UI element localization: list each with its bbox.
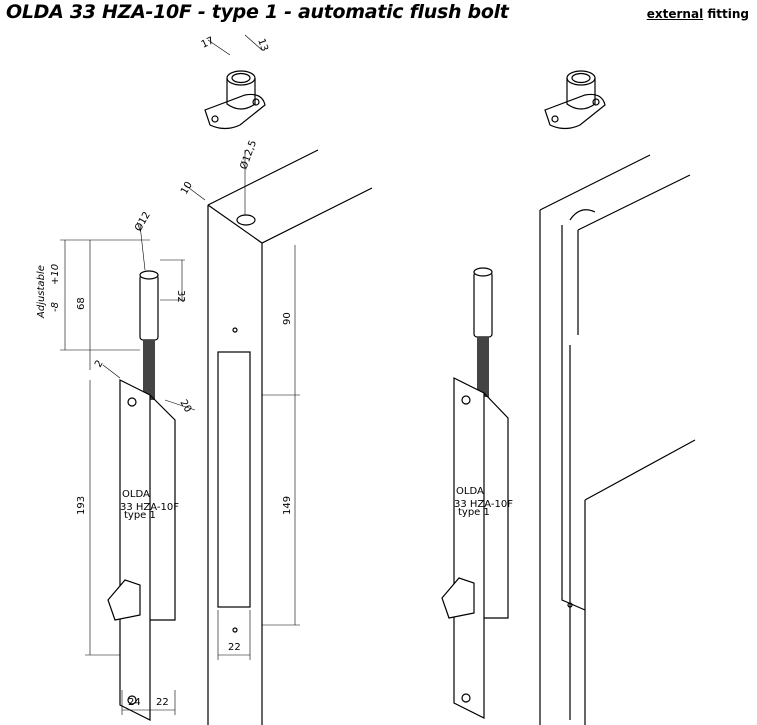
dimension-lines bbox=[60, 34, 300, 715]
page-title: OLDA 33 HZA-10F - type 1 - automatic flu… bbox=[6, 1, 509, 23]
dim-22-cutout: 22 bbox=[228, 642, 241, 653]
plate-brand-left: OLDA bbox=[122, 489, 150, 500]
strike-plate-right bbox=[544, 70, 606, 130]
flush-bolt-left: OLDA 33 HZA-10F type 1 bbox=[107, 270, 179, 721]
flush-bolt-right: OLDA 33 HZA-10F type 1 bbox=[441, 267, 513, 719]
fitting-rest: fitting bbox=[707, 7, 749, 21]
dim-13: 13 bbox=[255, 37, 270, 53]
dim-24: 24 bbox=[128, 697, 141, 708]
plate-model-right: 33 HZA-10F bbox=[454, 499, 513, 510]
plate-type-right: type 1 bbox=[458, 507, 490, 518]
dim-17: 17 bbox=[200, 35, 216, 50]
dim-149: 149 bbox=[282, 496, 293, 515]
dim-193: 193 bbox=[76, 496, 87, 515]
dim-68: 68 bbox=[76, 297, 87, 310]
fitting-emphasis: external bbox=[646, 7, 704, 21]
strike-plate-left bbox=[204, 70, 266, 130]
dim-32: 32 bbox=[175, 290, 186, 303]
dim-minus-8: -8 bbox=[50, 302, 61, 312]
plate-brand-right: OLDA bbox=[456, 486, 484, 497]
dim-2: 2 bbox=[93, 358, 106, 369]
dim-10: 10 bbox=[179, 180, 195, 197]
plate-type-left: type 1 bbox=[124, 510, 156, 521]
fitting-label: external fitting bbox=[647, 7, 749, 21]
dim-plus-10: +10 bbox=[50, 264, 61, 285]
dim-20: 20 bbox=[177, 398, 193, 415]
door-right bbox=[539, 154, 696, 725]
dim-22-depth: 22 bbox=[156, 697, 169, 708]
adjustable-label: Adjustable bbox=[36, 265, 47, 319]
dim-12-5: Ø12,5 bbox=[238, 139, 260, 171]
door-left bbox=[207, 149, 373, 725]
plate-model-left: 33 HZA-10F bbox=[120, 502, 179, 513]
dim-12: Ø12 bbox=[132, 210, 153, 234]
dim-90: 90 bbox=[282, 312, 293, 325]
